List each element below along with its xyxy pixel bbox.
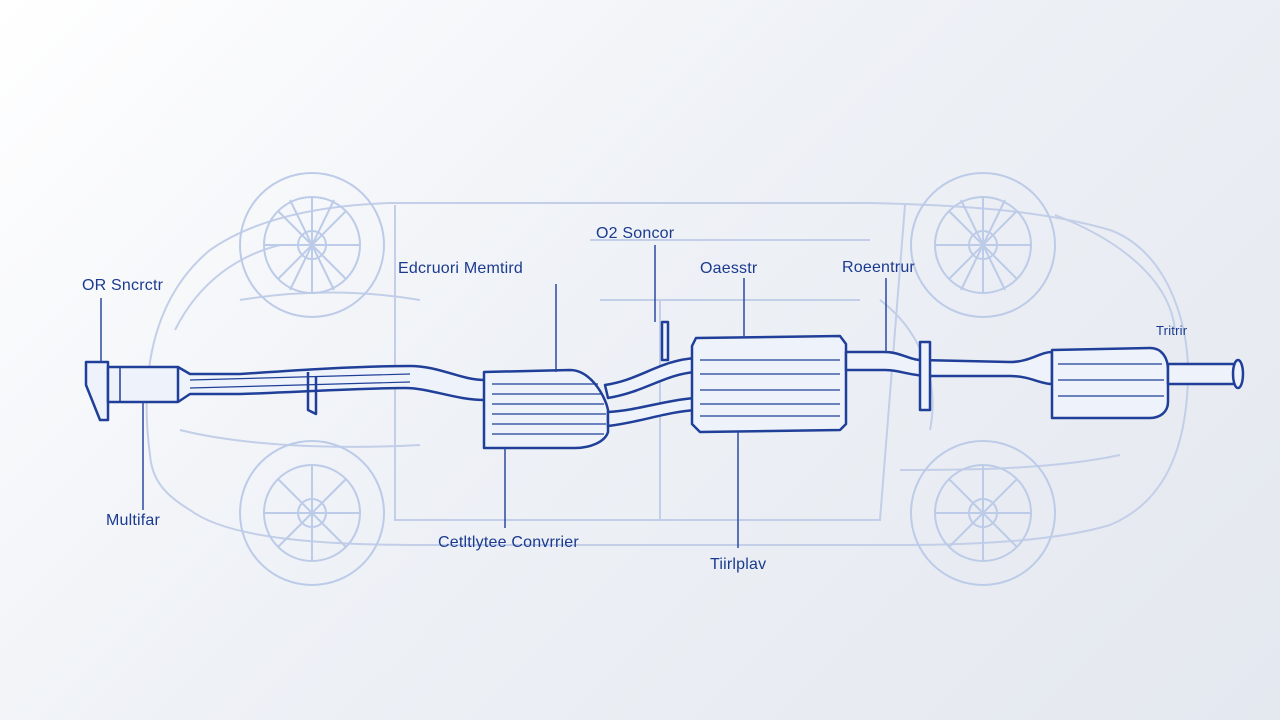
label-exhaust-manifold: Edcruori Memtird (398, 260, 524, 277)
label-o2-sensor-top: O2 Soncor (596, 225, 675, 242)
wheel-rear-left (239, 440, 385, 586)
catalytic-converter-body (482, 368, 610, 450)
exhaust-system (84, 320, 1245, 450)
inlet-flange (84, 360, 110, 422)
label-resonator: Roeentrur (842, 259, 915, 276)
central-muffler (690, 334, 848, 434)
label-muffler: Multifar (106, 512, 161, 529)
wheel-front-right (910, 172, 1056, 318)
rear-pipe (844, 350, 1054, 386)
sensor-bung (660, 320, 670, 362)
rear-muffler (1050, 346, 1170, 420)
label-tail: Tritrir (1156, 323, 1188, 338)
label-o2-sensor-left: OR Sncrctr (82, 277, 164, 294)
pipe-hanger (306, 372, 318, 416)
front-pipe (106, 364, 487, 404)
wheel-rear-right (910, 440, 1056, 586)
leader-lines (100, 245, 887, 548)
wheel-front-left (239, 172, 385, 318)
rear-flange (918, 340, 932, 412)
label-gasestr: Oaesstr (700, 260, 758, 277)
mid-pipe (603, 356, 698, 400)
label-tailpipe: Tiirlplav (710, 556, 767, 573)
label-catalytic-converter: Cetltlytee Convrrier (438, 534, 579, 551)
tailpipe-tip (1166, 362, 1238, 386)
